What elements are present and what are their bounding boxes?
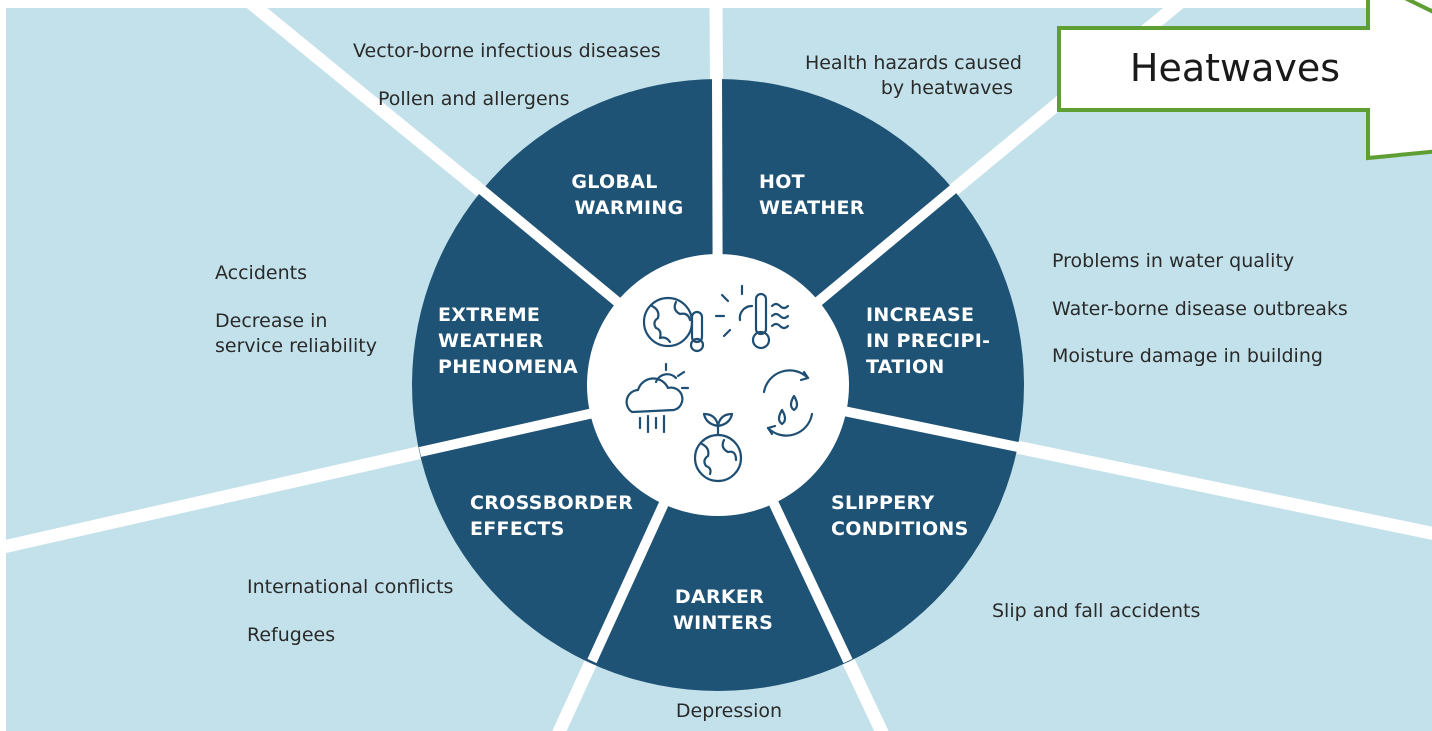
segment-label-extreme-weather-phenomena: EXTREME WEATHER PHENOMENA: [438, 304, 578, 378]
heatwaves-callout-label: Heatwaves: [1130, 46, 1340, 90]
impact-water-quality: Problems in water quality: [1052, 250, 1294, 272]
segment-label-slippery-conditions: SLIPPERY CONDITIONS: [831, 492, 969, 540]
impact-accidents: Accidents: [215, 262, 307, 284]
globe-sprout-icon: [693, 412, 743, 483]
segment-label-darker-winters: DARKER WINTERS: [673, 586, 773, 634]
rain-cloud-sun-icon: [625, 362, 690, 434]
impact-refugees: Refugees: [247, 624, 335, 646]
impact-water-borne-disease: Water-borne disease outbreaks: [1052, 298, 1348, 320]
segment-label-increase-in-precipitation: INCREASE IN PRECIPI- TATION: [866, 304, 997, 378]
impact-pollen-allergens: Pollen and allergens: [378, 88, 570, 110]
impact-heatwave-health-hazards: Health hazards caused by heatwaves: [805, 52, 1028, 99]
impact-moisture-damage: Moisture damage in building: [1052, 345, 1323, 367]
segment-label-global-warming: GLOBAL WARMING: [571, 171, 683, 219]
heatwaves-callout-arrow: [1057, 0, 1432, 161]
impact-service-reliability: Decrease in service reliability: [215, 310, 377, 357]
segment-label-crossborder-effects: CROSSBORDER EFFECTS: [470, 492, 640, 540]
center-disc: [587, 254, 849, 516]
impact-international-conflicts: International conflicts: [247, 576, 453, 598]
sun-thermometer-icon: [714, 284, 790, 350]
globe-thermometer-icon: [642, 296, 705, 353]
impact-vector-borne-diseases: Vector-borne infectious diseases: [353, 40, 661, 62]
impact-depression: Depression: [676, 700, 782, 722]
impact-slip-fall: Slip and fall accidents: [992, 600, 1200, 622]
water-cycle-icon: [762, 369, 814, 437]
segment-label-hot-weather: HOT WEATHER: [759, 171, 865, 219]
